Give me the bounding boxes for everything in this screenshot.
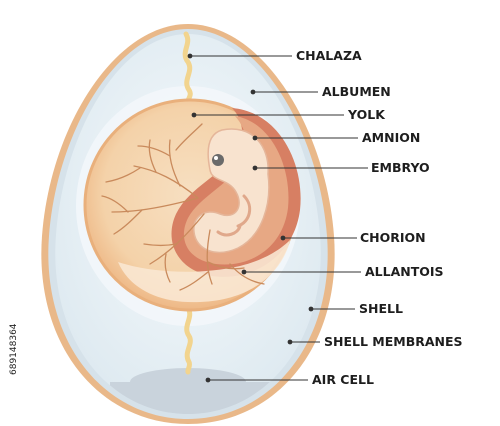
- leader-dot-yolk: [191, 112, 197, 118]
- embryo-eye: [212, 154, 224, 166]
- chalaza-top: [182, 31, 193, 107]
- labels: CHALAZA ALBUMEN YOLK AMNION EMBRYO CHORI…: [296, 48, 463, 387]
- stock-id: 689148364: [9, 323, 19, 375]
- embryo-limb: [216, 224, 242, 237]
- leader-lines: [187, 53, 368, 383]
- leader-dot-amnion: [252, 135, 258, 141]
- allantois: [118, 240, 290, 303]
- label-amnion: AMNION: [362, 130, 420, 145]
- label-chalaza: CHALAZA: [296, 48, 362, 63]
- leader-dot-air-cell: [205, 377, 211, 383]
- leader-dot-chorion: [280, 235, 286, 241]
- chalaza-bottom: [184, 305, 193, 375]
- label-allantois: ALLANTOIS: [365, 264, 444, 279]
- leader-dot-embryo: [252, 165, 258, 171]
- label-yolk: YOLK: [347, 107, 386, 122]
- leader-dot-shell: [308, 306, 314, 312]
- leader-dot-allantois: [241, 269, 247, 275]
- label-shell-membranes: SHELL MEMBRANES: [324, 334, 463, 349]
- leader-dot-chalaza: [187, 53, 193, 59]
- leader-dot-shell-membranes: [287, 339, 293, 345]
- embryo-eye-highlight: [214, 156, 218, 160]
- label-embryo: EMBRYO: [371, 160, 430, 175]
- label-air-cell: AIR CELL: [312, 372, 374, 387]
- leader-dot-albumen: [250, 89, 256, 95]
- blood-vessels: [101, 123, 265, 291]
- label-shell: SHELL: [359, 301, 403, 316]
- embryo-curl: [236, 194, 252, 228]
- label-chorion: CHORION: [360, 230, 426, 245]
- label-albumen: ALBUMEN: [322, 84, 391, 99]
